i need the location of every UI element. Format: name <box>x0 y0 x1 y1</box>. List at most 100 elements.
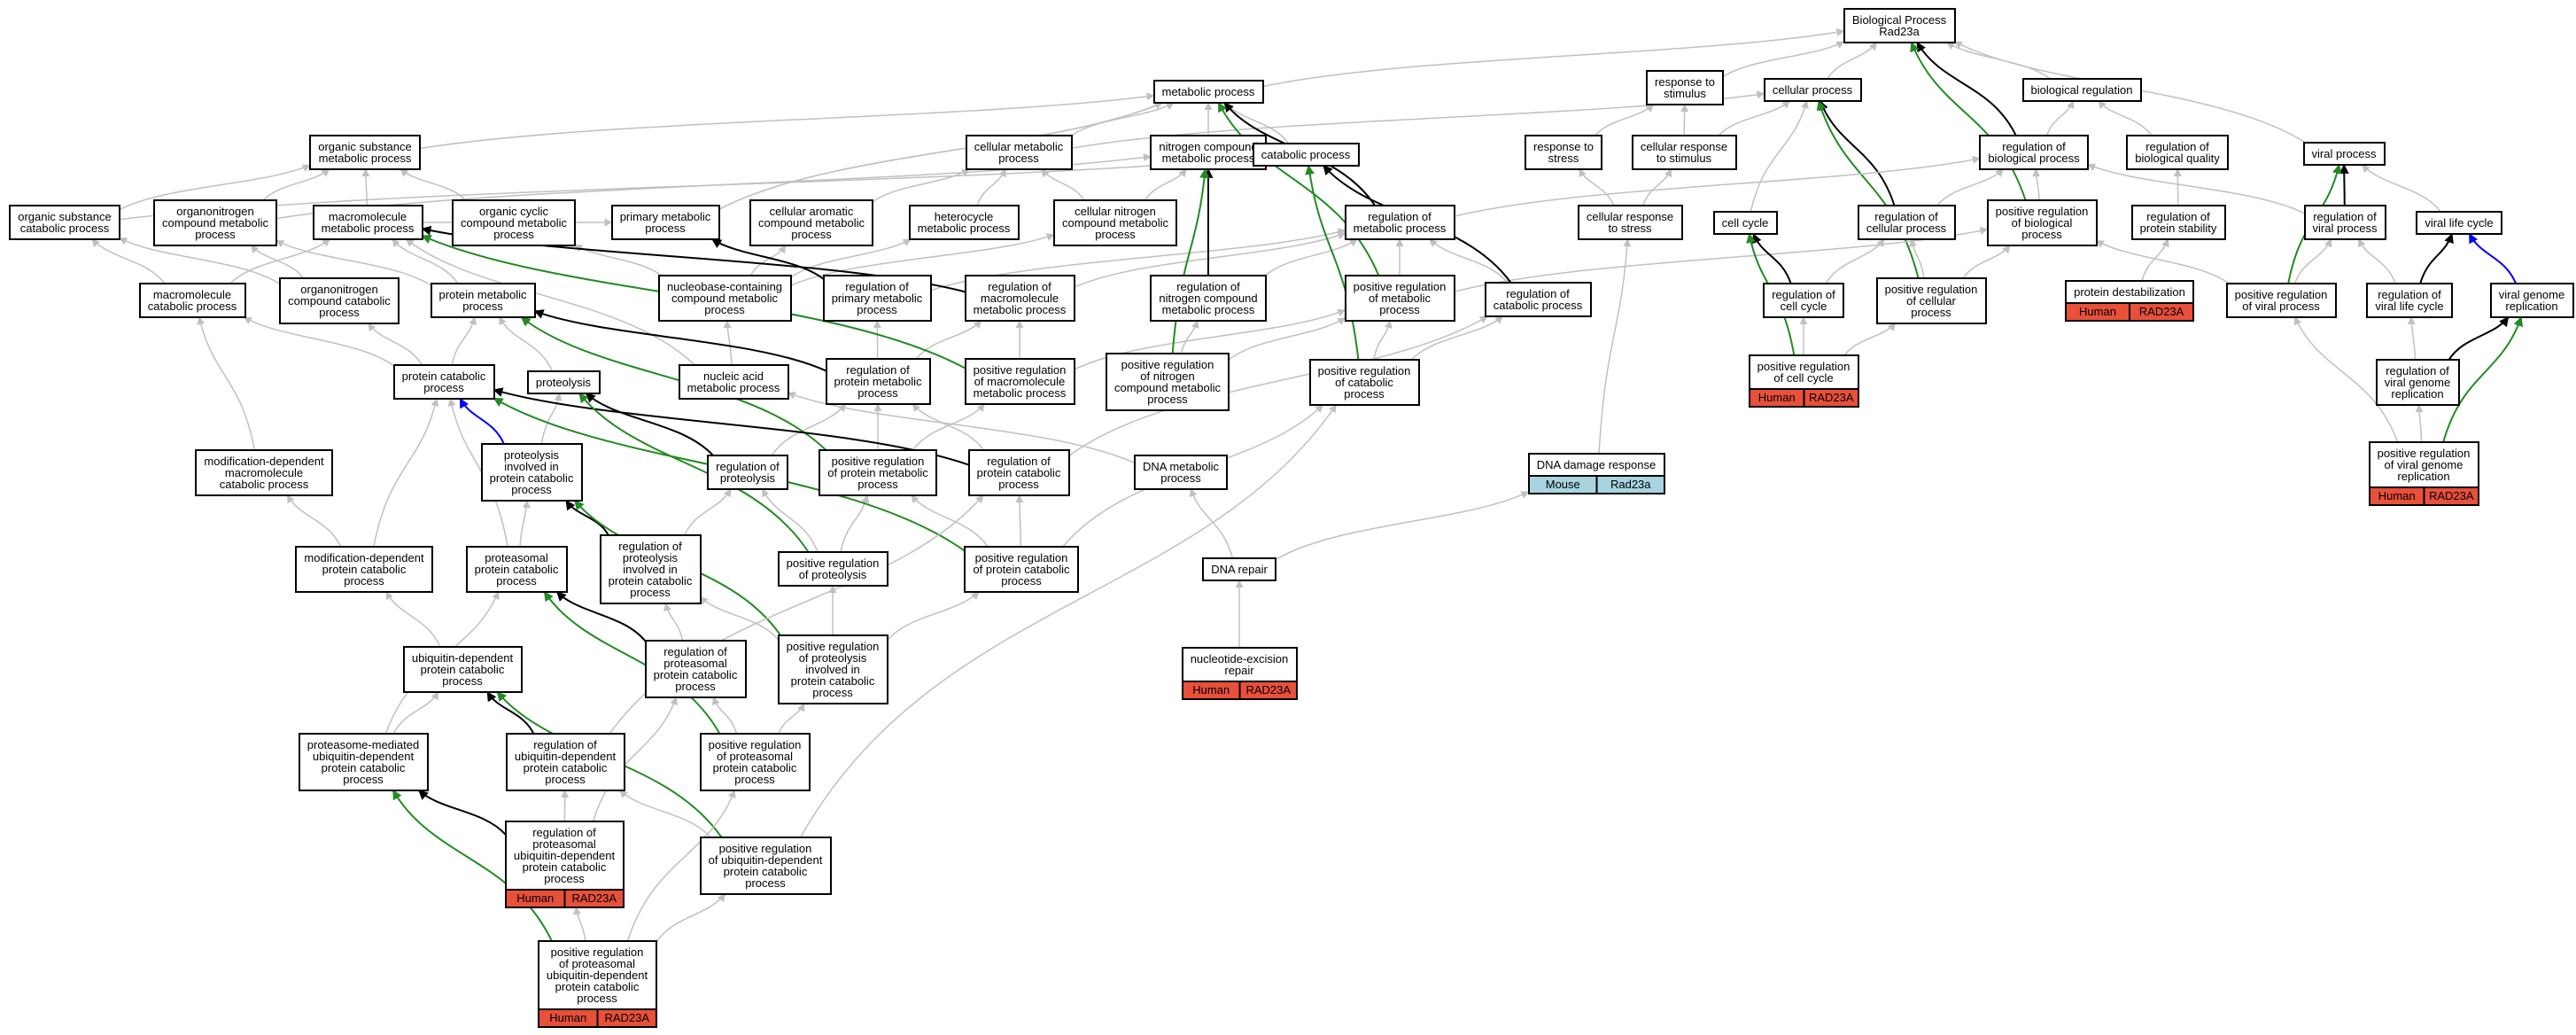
term-label-line: compound metabolic <box>758 216 865 230</box>
go-term-rudpcp[interactable]: regulation ofubiquitin-dependentprotein … <box>506 733 625 791</box>
edge-is-a <box>723 320 733 366</box>
go-term-dnarep[interactable]: DNA repair <box>1202 557 1276 581</box>
edge-is-a <box>250 245 305 279</box>
go-term-catp[interactable]: catabolic process <box>1253 143 1360 167</box>
term-label-line: protein catabolic <box>654 668 738 681</box>
edge-is-a <box>718 102 1163 211</box>
go-term-mdmcp[interactable]: modification-dependentmacromoleculecatab… <box>195 449 333 496</box>
term-label-line: DNA damage response <box>1537 458 1656 471</box>
go-term-pmudpcp[interactable]: proteasome-mediatedubiquitin-dependentpr… <box>299 733 429 791</box>
edge-is-a <box>447 398 508 548</box>
term-label-line: protein catabolic <box>977 466 1061 479</box>
go-term-vp[interactable]: viral process <box>2303 142 2386 166</box>
go-term-cc[interactable]: cell cycle <box>1713 211 1778 235</box>
go-term-proteolysis[interactable]: proteolysis <box>527 370 601 394</box>
term-label-line: involved in <box>504 460 558 473</box>
edge-is-a <box>2098 100 2153 136</box>
term-label-line: DNA repair <box>1211 563 1268 576</box>
go-term-vlc[interactable]: viral life cycle <box>2416 211 2502 235</box>
edge-is-a <box>91 238 166 284</box>
term-label-line: protein catabolic <box>322 563 407 576</box>
annotation-gene: RAD23A <box>1809 391 1854 404</box>
term-label-line: process <box>423 381 464 394</box>
term-label-line: positive regulation <box>551 946 644 959</box>
term-label-line: protein stability <box>2140 222 2217 235</box>
go-term-mp[interactable]: metabolic process <box>1153 80 1264 104</box>
term-box <box>466 546 568 593</box>
term-box <box>2022 78 2142 102</box>
go-term-br[interactable]: biological regulation <box>2022 78 2142 102</box>
go-term-rpudpcp[interactable]: regulation ofproteasomalubiquitin-depend… <box>505 821 625 908</box>
term-box <box>313 205 423 240</box>
term-label-line: compound metabolic <box>1062 216 1168 230</box>
go-term-cp[interactable]: cellular process <box>1764 78 1862 102</box>
edge-regulates <box>565 500 609 536</box>
